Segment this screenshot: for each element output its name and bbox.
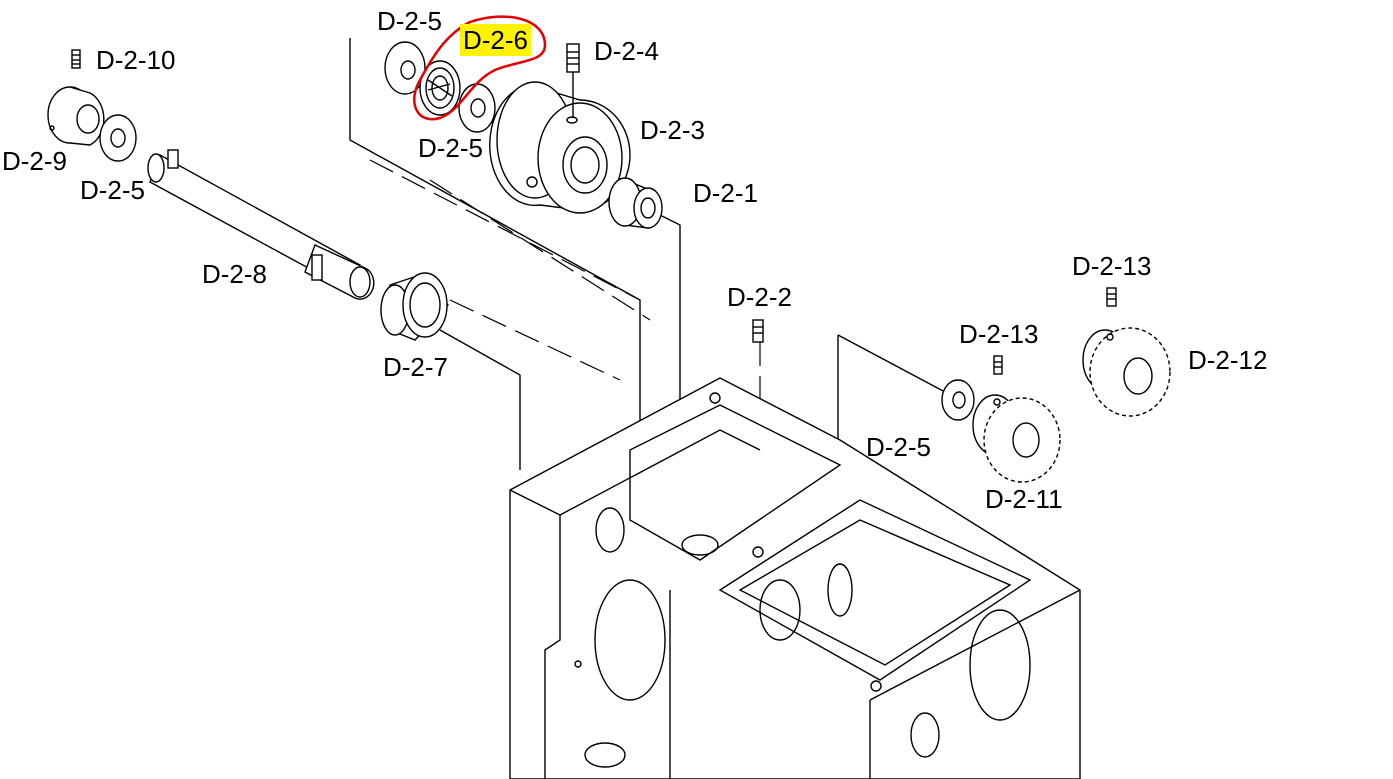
label-d2-2: D-2-2 [727, 282, 793, 312]
washer-d2-5-top [384, 41, 426, 95]
set-screw-d2-10 [71, 49, 81, 69]
set-screw-d2-4 [566, 43, 580, 118]
red-highlight-circle [413, 15, 547, 121]
washer-d2-5-left [99, 114, 137, 162]
housing-d2-3 [489, 81, 631, 214]
label-d2-10: D-2-10 [96, 45, 176, 75]
set-screw-d2-2 [752, 319, 764, 343]
label-d2-11: D-2-11 [985, 484, 1063, 514]
label-d2-1: D-2-1 [693, 178, 759, 208]
label-d2-5-left: D-2-5 [80, 175, 146, 205]
label-d2-5-right: D-2-5 [866, 432, 932, 462]
label-d2-7: D-2-7 [383, 352, 449, 382]
label-d2-5-mid: D-2-5 [418, 133, 484, 163]
label-d2-5-top: D-2-5 [377, 6, 443, 36]
label-d2-6: D-2-6 [460, 24, 532, 56]
gearbox-body [509, 377, 1081, 779]
label-d2-12: D-2-12 [1188, 345, 1268, 375]
label-d2-13-upper: D-2-13 [1072, 251, 1152, 281]
label-d2-13-lower: D-2-13 [959, 319, 1039, 349]
label-d2-6-text: D-2-6 [460, 24, 532, 56]
label-d2-9: D-2-9 [2, 146, 68, 176]
gear-d2-11 [972, 394, 1061, 483]
gear-d2-12 [1082, 327, 1171, 417]
shaft-d2-8 [147, 149, 375, 300]
bushing-d2-1 [608, 177, 663, 229]
collar-d2-9 [47, 86, 105, 146]
washer-d2-5-right [941, 379, 975, 421]
label-d2-4: D-2-4 [594, 36, 660, 66]
washer-d2-5-mid [458, 83, 496, 133]
thrust-bearing-d2-6 [419, 60, 461, 116]
bearing-d2-7 [380, 272, 449, 341]
label-d2-8: D-2-8 [202, 259, 268, 289]
set-screw-d2-13-upper [1106, 287, 1117, 307]
set-screw-d2-13-lower [993, 355, 1003, 375]
label-d2-3: D-2-3 [640, 115, 706, 145]
